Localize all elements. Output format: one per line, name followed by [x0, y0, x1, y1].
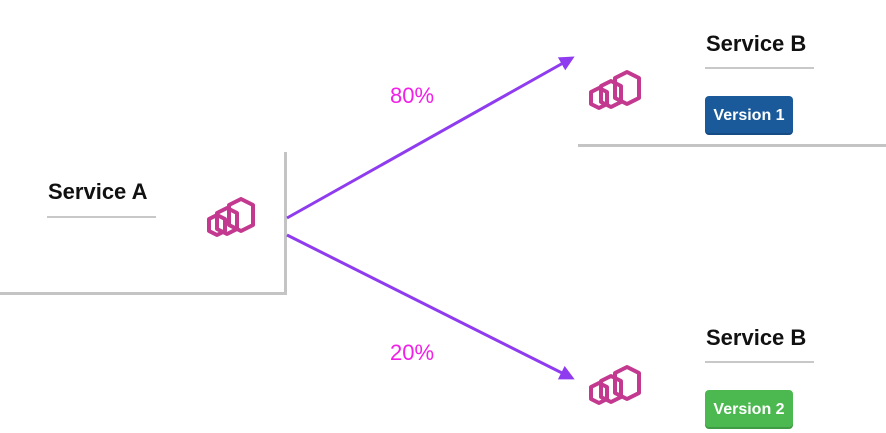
- envoy-proxy-icon-service-b-v1: [589, 70, 641, 110]
- service-b-v1-title: Service B: [706, 31, 807, 56]
- service-b-v1-underline: [705, 67, 814, 69]
- envoy-proxy-icon-service-a: [207, 197, 255, 237]
- service-a-panel: [0, 152, 287, 295]
- route-80-percent-label: 80%: [390, 83, 435, 108]
- service-a-title: Service A: [48, 179, 148, 204]
- arrow-to-version-2: [286, 233, 575, 380]
- envoy-proxy-icon-service-b-v2: [589, 365, 641, 405]
- version-2-badge: Version 2: [705, 390, 793, 429]
- route-20-percent-label: 20%: [390, 340, 435, 365]
- arrow-to-version-1: [286, 56, 575, 220]
- service-a-underline: [47, 216, 156, 218]
- service-b-v1-divider: [578, 144, 886, 147]
- service-b-v2-underline: [705, 361, 814, 363]
- version-1-badge: Version 1: [705, 96, 793, 135]
- service-b-v2-title: Service B: [706, 325, 807, 350]
